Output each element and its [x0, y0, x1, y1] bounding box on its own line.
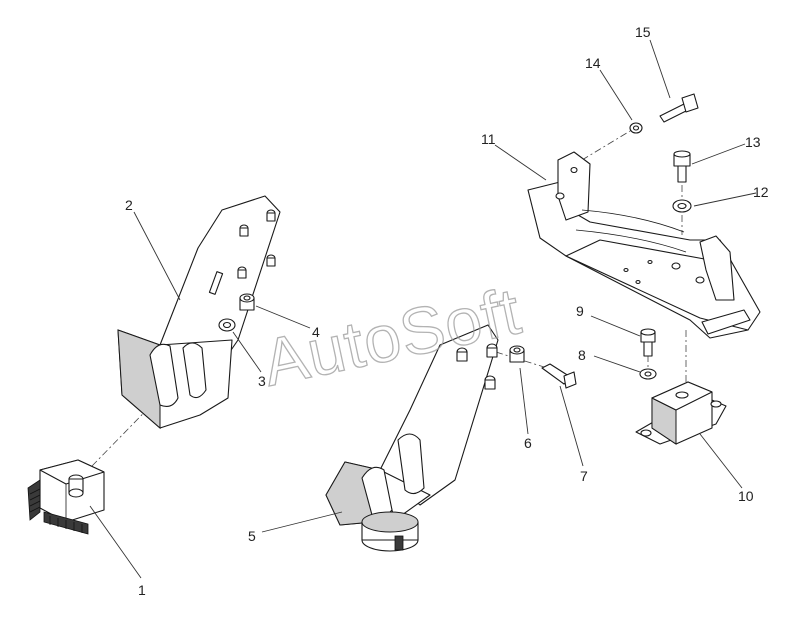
label-part-14: 14 — [585, 55, 601, 71]
label-part-2: 2 — [125, 197, 133, 213]
label-part-4: 4 — [312, 324, 320, 340]
label-part-9: 9 — [576, 303, 584, 319]
label-part-12: 12 — [753, 184, 769, 200]
bolt-part-15 — [659, 93, 699, 123]
rubber-mount-part-1 — [27, 459, 105, 535]
label-part-6: 6 — [524, 435, 532, 451]
label-part-7: 7 — [580, 468, 588, 484]
part-labels: 1 2 3 4 5 6 7 8 9 10 11 12 13 14 15 — [125, 24, 769, 598]
center-bracket-part-5 — [325, 324, 499, 552]
spacer-part-6 — [509, 345, 525, 363]
label-part-3: 3 — [258, 373, 266, 389]
washer-part-14 — [629, 122, 643, 134]
leader-lines — [89, 39, 757, 579]
bracket-studs — [456, 343, 498, 390]
left-bracket-part-2 — [117, 195, 281, 430]
rubber-mount-part-10 — [635, 381, 727, 445]
bracket-studs — [237, 209, 276, 279]
washer-part-12 — [672, 199, 692, 213]
bolt-part-9 — [640, 328, 656, 357]
upper-bracket-part-11 — [527, 151, 761, 339]
washer-part-3 — [218, 318, 236, 332]
spacer-part-4 — [239, 293, 255, 311]
bolt-part-7 — [541, 363, 577, 389]
label-part-10: 10 — [738, 488, 754, 504]
label-part-5: 5 — [248, 528, 256, 544]
nut-part-8 — [639, 368, 657, 380]
label-part-8: 8 — [578, 347, 586, 363]
label-part-13: 13 — [745, 134, 761, 150]
label-part-1: 1 — [138, 582, 146, 598]
label-part-15: 15 — [635, 24, 651, 40]
label-part-11: 11 — [481, 131, 496, 147]
bolt-part-13 — [673, 150, 691, 183]
